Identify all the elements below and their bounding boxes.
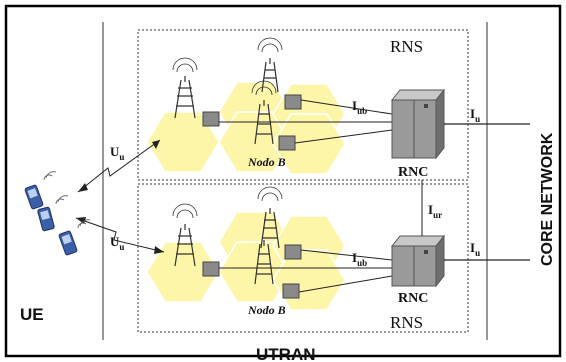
rns-box-top — [137, 29, 469, 181]
rnc-label-top: RNC — [398, 165, 428, 180]
uu-label-top: Uu — [110, 144, 124, 162]
iu-label-bottom: Iu — [470, 240, 480, 258]
uu-arrowhead — [78, 183, 88, 192]
iub-label-top: Iub — [352, 98, 367, 116]
tower-icon — [251, 80, 277, 145]
uu-radio-link-bottom — [75, 217, 165, 253]
rns-label-bottom: RNS — [390, 313, 423, 332]
iub-links-top — [219, 99, 393, 144]
outer-frame — [4, 4, 562, 358]
uu-arrowhead — [154, 246, 164, 254]
uu-arrowhead — [152, 140, 160, 149]
tower-icon — [254, 240, 274, 285]
tower-icon — [257, 37, 283, 93]
iub-label-bottom: Iub — [352, 250, 367, 268]
phone-signal-icon — [43, 171, 91, 229]
phone-icon — [24, 184, 44, 210]
nodo-b-label-top: Nodo B — [247, 155, 286, 169]
utran-label: UTRAN — [256, 345, 316, 362]
uu-label-bottom: Uu — [110, 234, 124, 252]
ue-label: UE — [20, 305, 44, 324]
core-network-label: CORE NETWORK — [539, 132, 556, 266]
phone-icon — [37, 206, 55, 232]
cells-top — [146, 81, 346, 175]
rnc-label-bottom: RNC — [398, 291, 428, 306]
uu-arrowhead — [76, 217, 86, 224]
uu-radio-link-top — [77, 139, 161, 193]
iub-links-bottom — [219, 249, 393, 293]
nodo-b-label-bottom: Nodo B — [247, 303, 286, 317]
node-b-boxes-top — [202, 94, 302, 151]
rns-label-top: RNS — [390, 37, 423, 56]
tower-icon — [172, 57, 198, 119]
tower-icon — [172, 203, 198, 267]
rnc-top-cabinet — [390, 88, 446, 160]
iu-label-top: Iu — [470, 106, 480, 124]
rnc-bottom-cabinet — [390, 234, 446, 288]
cells-bottom — [146, 211, 346, 311]
rns-box-bottom — [137, 183, 469, 333]
tower-icon — [257, 186, 283, 249]
node-b-boxes-bottom — [202, 244, 302, 299]
phone-icon — [58, 230, 78, 256]
iur-label: Iur — [428, 202, 442, 220]
